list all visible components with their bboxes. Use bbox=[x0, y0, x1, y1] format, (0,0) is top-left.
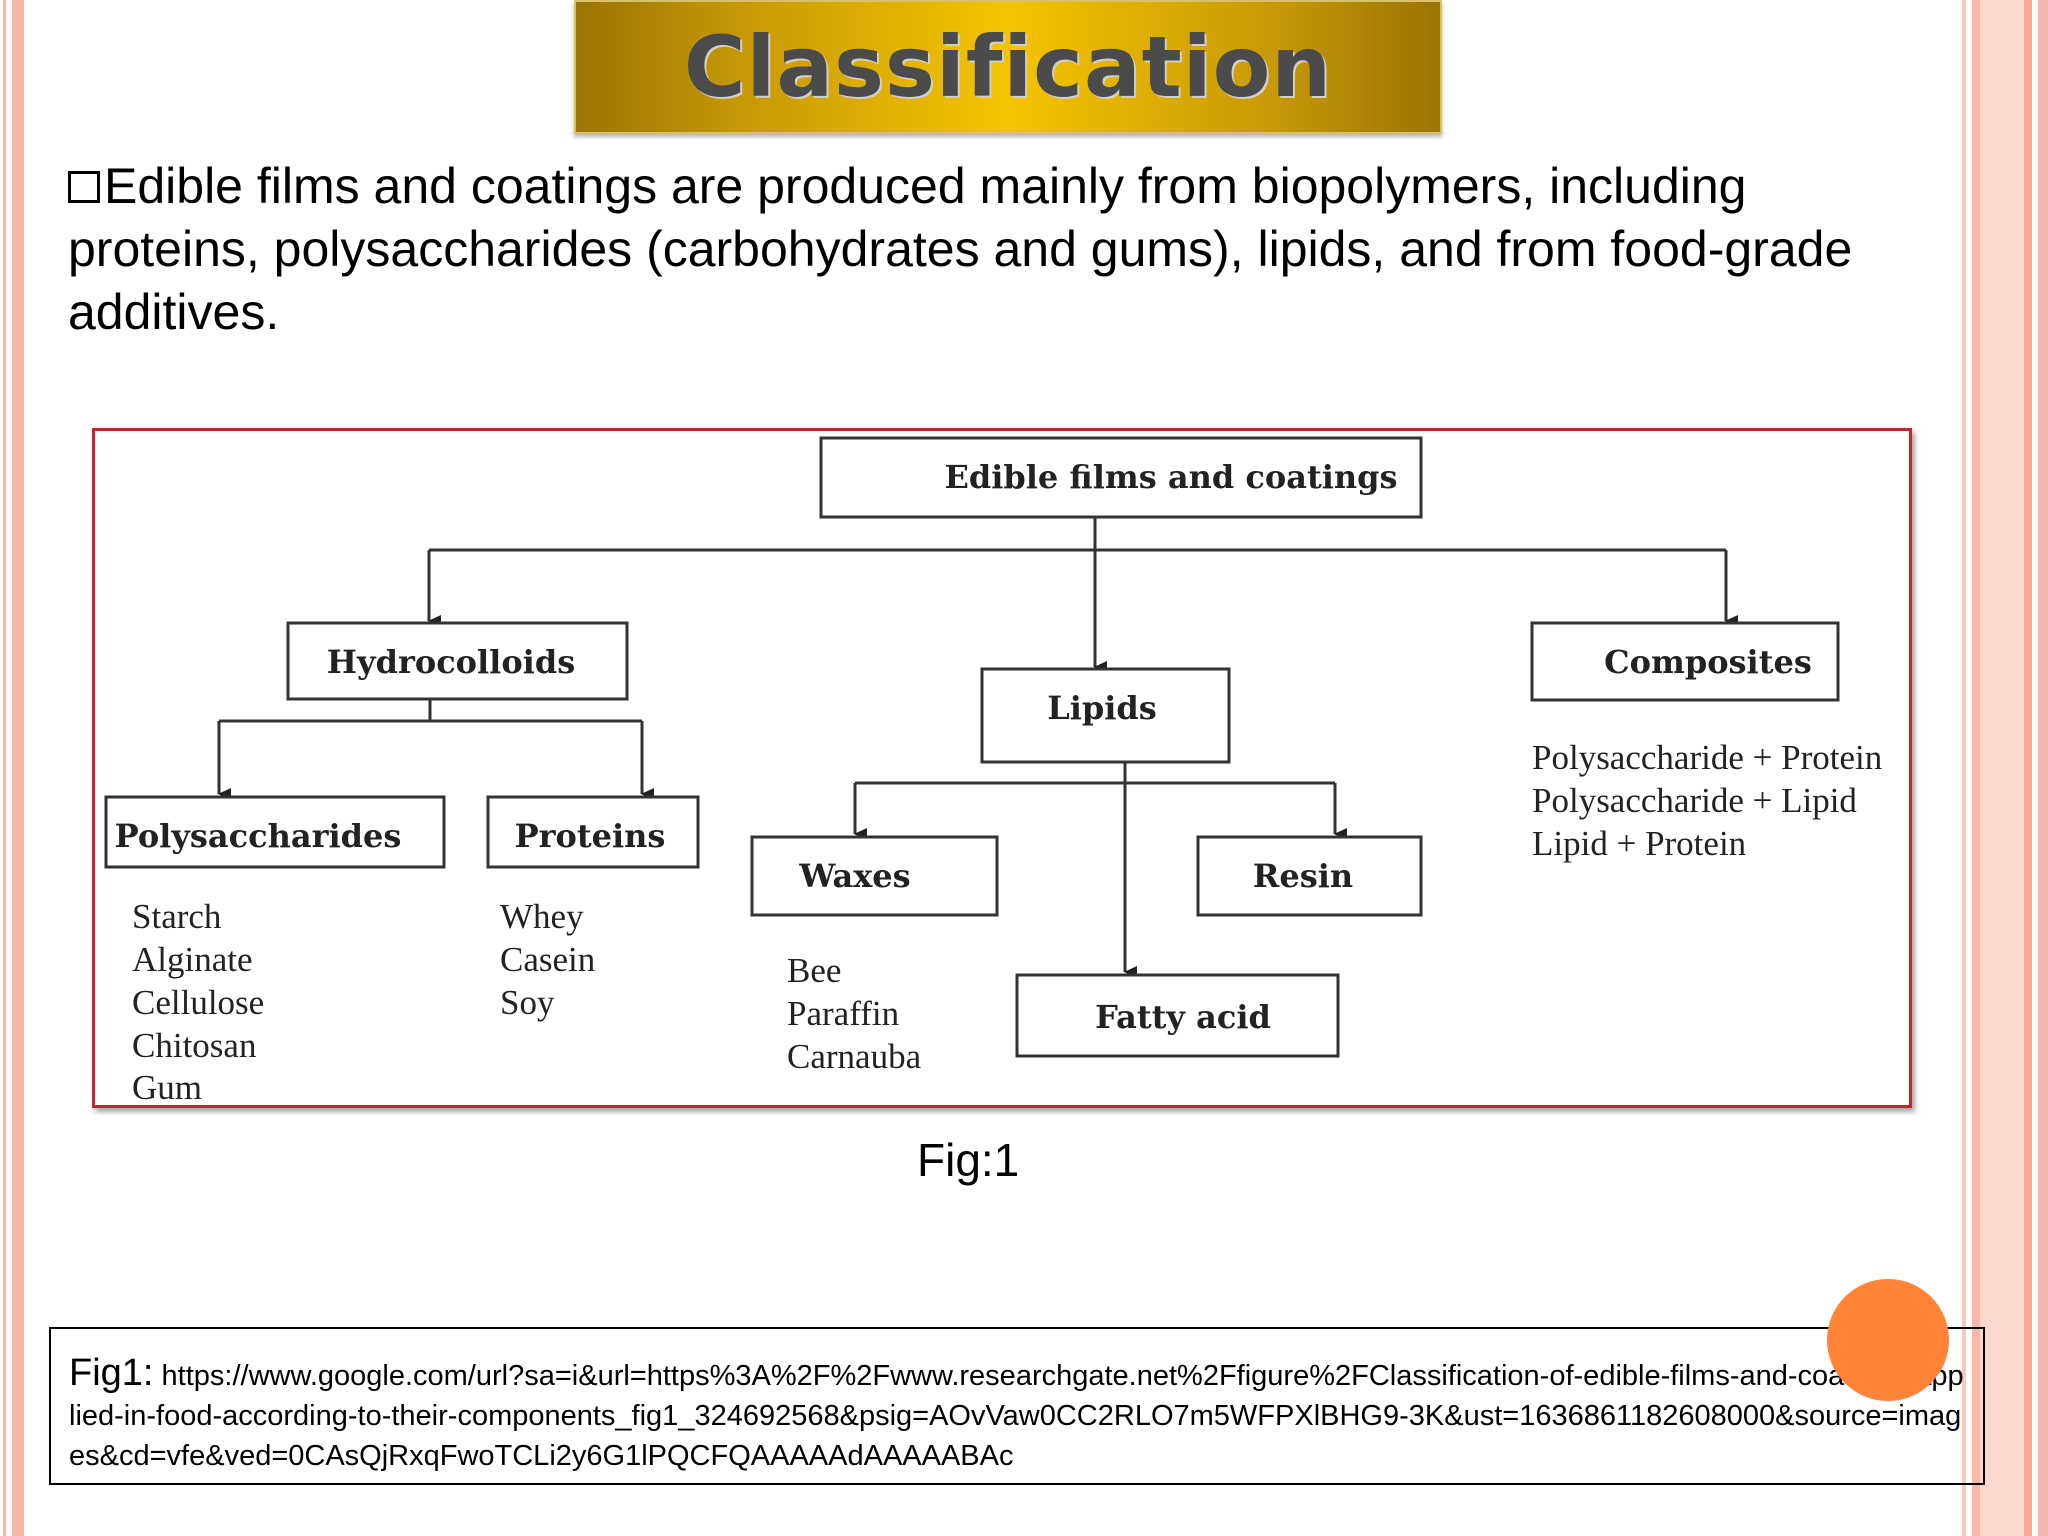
node-root-box bbox=[819, 436, 1423, 519]
checkbox-bullet-icon bbox=[68, 171, 100, 203]
bullet-text: Edible films and coatings are produced m… bbox=[68, 158, 1853, 340]
node-proteins-box bbox=[486, 795, 700, 869]
list-item: Whey bbox=[500, 897, 584, 936]
diagram-canvas: Edible films and coatings Hydrocolloids … bbox=[104, 436, 1882, 1105]
node-polysaccharides-box bbox=[104, 795, 446, 869]
list-item: Chitosan bbox=[132, 1026, 256, 1065]
node-root-label: Edible films and coatings bbox=[944, 458, 1397, 496]
list-item: Alginate bbox=[132, 940, 253, 979]
list-item: Carnauba bbox=[787, 1037, 922, 1076]
node-hydrocolloids-box bbox=[286, 621, 629, 701]
reference-link[interactable]: https://www.google.com/url?sa=i&url=http… bbox=[69, 1360, 1964, 1472]
list-item: Cellulose bbox=[132, 983, 264, 1022]
node-resin-box bbox=[1196, 835, 1423, 917]
node-lipids-label: Lipids bbox=[1047, 689, 1157, 727]
node-composites-label: Composites bbox=[1604, 643, 1812, 681]
list-item: Polysaccharide + Protein bbox=[1532, 738, 1882, 777]
slide-title-banner: Classification bbox=[574, 0, 1442, 134]
node-fatty-acid-label: Fatty acid bbox=[1095, 998, 1271, 1036]
left-decorative-stripe bbox=[0, 0, 24, 1536]
reference-label: Fig1: bbox=[69, 1352, 154, 1394]
node-hydrocolloids-label: Hydrocolloids bbox=[327, 643, 575, 681]
list-item: Gum bbox=[132, 1068, 202, 1105]
node-waxes-box bbox=[750, 835, 999, 917]
reference-box: Fig1: https://www.google.com/url?sa=i&ur… bbox=[49, 1327, 1985, 1485]
figure-caption: Fig:1 bbox=[917, 1134, 1020, 1186]
right-decorative-stripe bbox=[1962, 0, 2048, 1536]
slide-title: Classification bbox=[683, 18, 1333, 116]
list-item: Paraffin bbox=[787, 994, 899, 1033]
node-resin-label: Resin bbox=[1253, 857, 1353, 895]
list-item: Polysaccharide + Lipid bbox=[1532, 781, 1857, 820]
node-waxes-label: Waxes bbox=[798, 857, 910, 895]
list-item: Lipid + Protein bbox=[1532, 824, 1746, 863]
list-item: Starch bbox=[132, 897, 222, 936]
classification-diagram: Edible films and coatings Hydrocolloids … bbox=[92, 428, 1912, 1108]
node-lipids-box bbox=[980, 667, 1231, 764]
bullet-paragraph: Edible films and coatings are produced m… bbox=[68, 155, 1928, 344]
node-composites-box bbox=[1530, 621, 1840, 702]
list-item: Casein bbox=[500, 940, 595, 979]
list-item: Bee bbox=[787, 951, 841, 990]
decorative-orange-circle bbox=[1827, 1279, 1949, 1401]
node-proteins-label: Proteins bbox=[515, 817, 666, 855]
node-fatty-acid-box bbox=[1015, 973, 1340, 1058]
list-item: Soy bbox=[500, 983, 555, 1022]
node-polysaccharides-label: Polysaccharides bbox=[115, 817, 402, 855]
